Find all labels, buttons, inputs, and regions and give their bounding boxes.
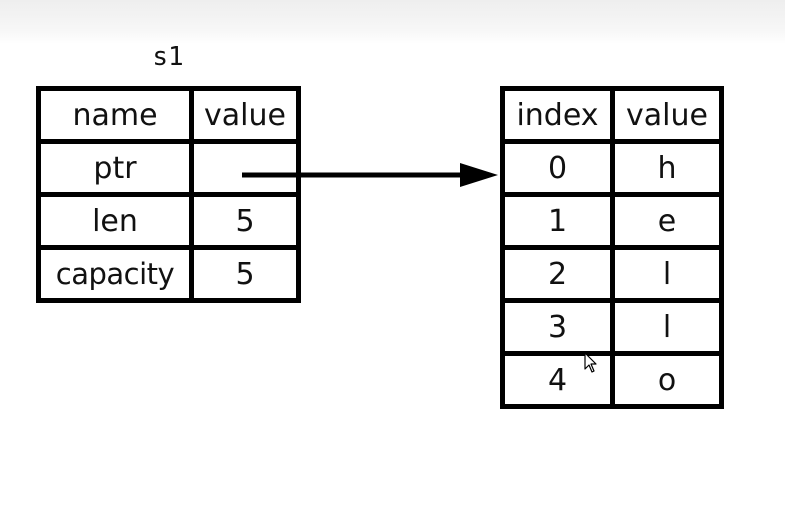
cell-index: 2 (500, 245, 615, 303)
cell-name-capacity: capacity (36, 245, 194, 303)
cell-value: o (610, 351, 724, 409)
s1-label: s1 (152, 42, 184, 72)
cell-value: l (610, 245, 724, 303)
mouse-cursor-icon (584, 352, 597, 373)
table-row: 3 l (500, 298, 724, 356)
pointer-arrowhead (460, 163, 498, 187)
cell-index: 0 (500, 139, 615, 197)
table-row: ptr (36, 139, 301, 197)
table-header-row: name value (36, 86, 301, 144)
table-row: 0 h (500, 139, 724, 197)
table-row: 4 o (500, 351, 724, 409)
cell-name-len: len (36, 192, 194, 250)
header-value: value (189, 86, 301, 144)
heap-table: index value 0 h 1 e 2 l 3 l 4 o (500, 86, 724, 409)
top-toolbar-band (0, 0, 785, 44)
cell-index: 1 (500, 192, 615, 250)
cell-name-ptr: ptr (36, 139, 194, 197)
cell-value: h (610, 139, 724, 197)
cell-value-len: 5 (189, 192, 301, 250)
table-row: 2 l (500, 245, 724, 303)
header-name: name (36, 86, 194, 144)
table-row: capacity 5 (36, 245, 301, 303)
cell-value-ptr (189, 139, 301, 197)
header-index: index (500, 86, 615, 144)
cell-index: 4 (500, 351, 615, 409)
cell-value: l (610, 298, 724, 356)
s1-stack-table: name value ptr len 5 capacity 5 (36, 86, 301, 303)
cell-value-capacity: 5 (189, 245, 301, 303)
cell-index: 3 (500, 298, 615, 356)
cell-value: e (610, 192, 724, 250)
table-row: 1 e (500, 192, 724, 250)
header-value: value (610, 86, 724, 144)
table-row: len 5 (36, 192, 301, 250)
table-header-row: index value (500, 86, 724, 144)
